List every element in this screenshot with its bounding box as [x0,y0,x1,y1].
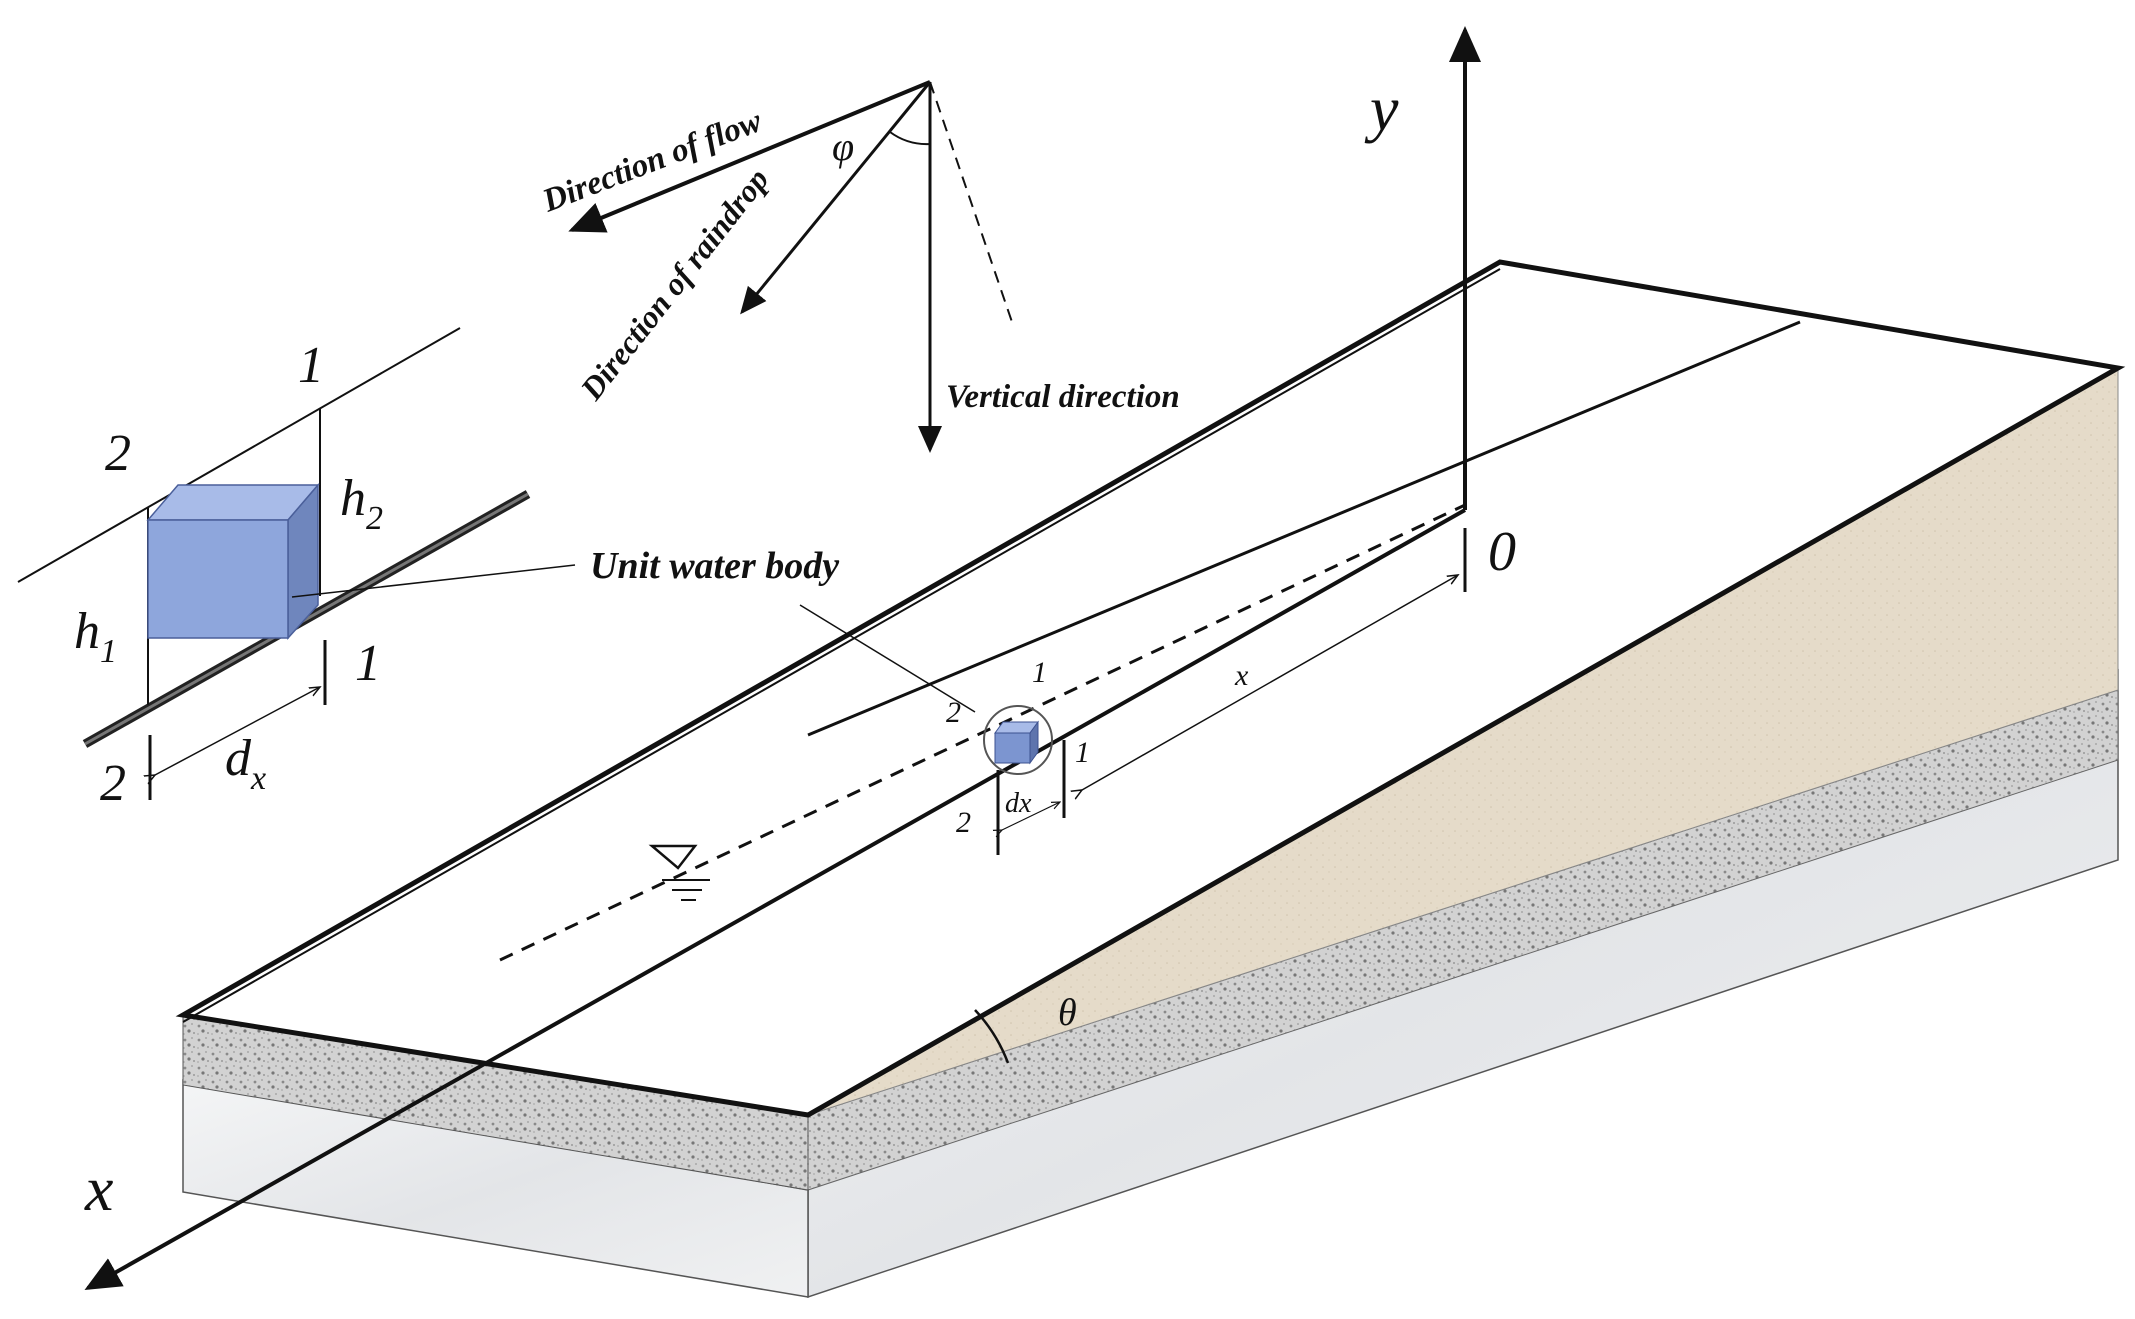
vertical-direction-label: Vertical direction [946,379,1180,415]
slope-section-2-top: 2 [946,696,961,729]
unit-water-body-label: Unit water body [590,545,839,587]
inset-water-surface [17,327,461,583]
inset-cube-front [147,519,289,639]
slope-unit-water-body [799,575,1458,855]
dx-label: dx [1005,788,1032,819]
unit-cube-front [994,732,1031,764]
inset-section-1-top: 1 [298,337,324,394]
inset-h1-label: h1 [74,603,117,670]
slope-section-1-top: 1 [1032,656,1047,689]
inset-section-1-bottom: 1 [355,635,381,692]
unit-body-circle [983,705,1053,775]
flow-path-line [807,320,1801,737]
inset-section-2-top: 2 [105,425,131,482]
inset-dx-dimension [155,687,320,775]
slope-section-1-bottom: 1 [1075,736,1090,769]
slope-block [175,259,2126,1299]
inset-dx-label: dx [225,730,266,797]
inset-leader-line [291,564,576,598]
flow-direction-arrow [568,80,931,233]
x-distance-label: x [1234,659,1249,692]
inset-h2-label: h2 [340,470,383,537]
x-axis-label: x [84,1153,113,1224]
x-distance-dimension [1082,575,1458,790]
water-surface-triangle-icon [648,844,710,901]
normal-dashed-line [929,81,1013,323]
phi-label: φ [832,124,854,169]
y-axis-label: y [1364,73,1399,144]
phi-arc [889,131,931,146]
origin-label: 0 [1488,521,1516,583]
surface-edge-left-double [182,268,1501,1023]
theta-arc [974,1009,1010,1064]
slope-section-2-bottom: 2 [956,806,971,839]
raindrop-direction-arrow [740,81,932,315]
theta-label: θ [1058,992,1077,1034]
direction-diagram [568,80,1013,453]
inset-section-2-bottom: 2 [100,755,126,812]
unit-water-body-inset [17,327,576,800]
dx-dimension [1002,802,1060,830]
slope-leader-line [799,604,976,713]
